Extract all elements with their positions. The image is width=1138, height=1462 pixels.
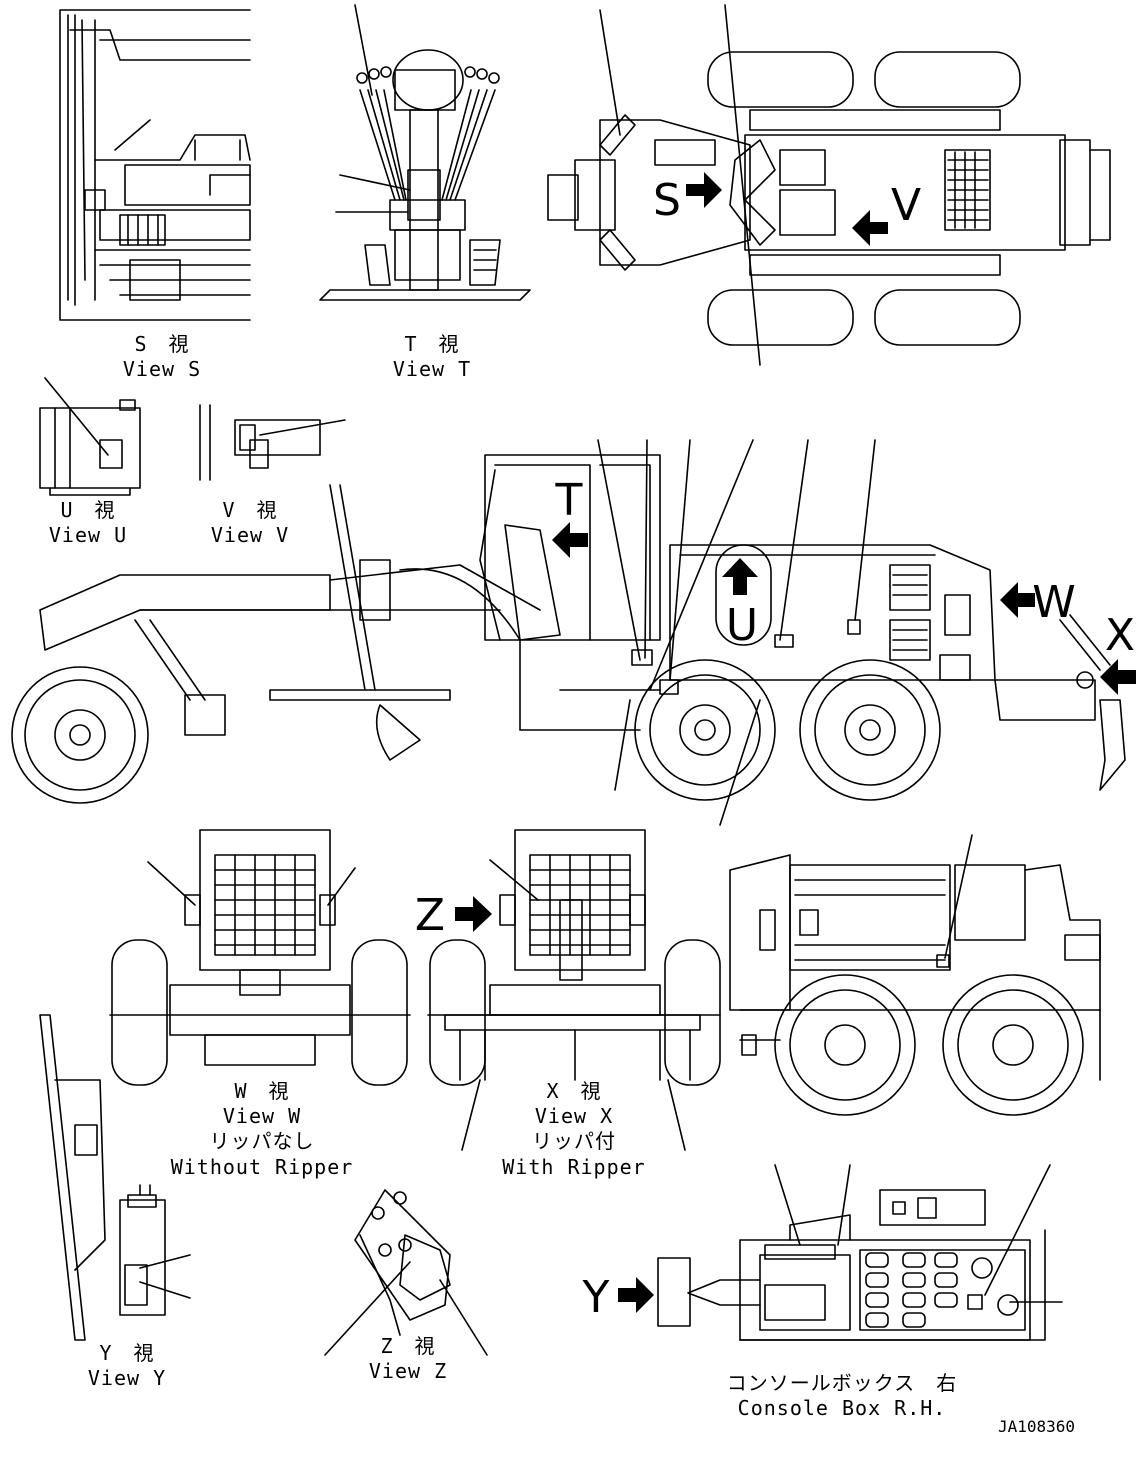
view-w-title-en: View W [223, 1104, 301, 1128]
plan-view-drawing [548, 5, 1110, 365]
view-t-drawing [320, 5, 530, 300]
view-s-title-jp: S 視 [134, 332, 189, 356]
arrow-v-letter: V [891, 180, 921, 231]
view-y-title-jp: Y 視 [99, 1341, 154, 1365]
view-x-drawing [428, 830, 720, 1150]
view-t-title-en: View T [393, 357, 471, 381]
rear-side-view-drawing [730, 835, 1100, 1115]
view-t-title-jp: T 視 [404, 332, 459, 356]
view-u-drawing [40, 378, 140, 495]
view-x-title-en: View X [535, 1104, 613, 1128]
arrow-t-letter: T [555, 475, 583, 526]
view-z-arrow-icon [455, 896, 492, 932]
arrow-u-letter: U [726, 600, 758, 651]
view-z-title-en: View Z [369, 1359, 447, 1383]
view-s-drawing [60, 10, 250, 320]
view-w-drawing [110, 830, 410, 1085]
console-box-title-jp: コンソールボックス 右 [727, 1371, 957, 1395]
view-x-arrow-icon [1100, 659, 1136, 695]
view-u-title-jp: U 視 [60, 498, 115, 522]
side-view-drawing [12, 440, 1125, 825]
view-u-title-en: View U [49, 523, 127, 547]
view-v-title-jp: V 視 [222, 498, 277, 522]
view-w-subtitle-jp: リッパなし [210, 1129, 315, 1153]
arrow-w-letter: W [1032, 577, 1076, 628]
view-z-title-jp: Z 視 [380, 1334, 435, 1358]
view-y-drawing [40, 1015, 190, 1340]
drawing-code: JA108360 [998, 1417, 1075, 1436]
arrow-s-letter: S [653, 175, 681, 226]
arrow-z-letter: Z [415, 890, 445, 941]
view-x-subtitle-jp: リッパ付 [532, 1129, 616, 1153]
view-s-arrow-icon [686, 172, 722, 208]
view-s-title-en: View S [123, 357, 201, 381]
view-t-arrow-icon [552, 522, 588, 558]
view-v-drawing [200, 405, 345, 480]
view-v-arrow-icon [852, 210, 888, 246]
view-v-title-en: View V [211, 523, 289, 547]
view-x-subtitle-en: With Ripper [502, 1155, 645, 1179]
view-w-arrow-icon [1000, 582, 1035, 618]
arrow-y-letter: Y [582, 1272, 610, 1323]
console-box-title-en: Console Box R.H. [738, 1396, 947, 1420]
console-box-drawing [658, 1165, 1062, 1340]
view-y-arrow-icon [618, 1277, 654, 1313]
view-x-title-jp: X 視 [546, 1079, 601, 1103]
view-z-drawing [325, 1190, 487, 1355]
view-y-title-en: View Y [88, 1366, 166, 1390]
arrow-x-letter: X [1105, 610, 1135, 661]
view-w-title-jp: W 視 [234, 1079, 289, 1103]
view-w-subtitle-en: Without Ripper [171, 1155, 354, 1179]
view-u-arrow-icon [722, 558, 758, 595]
